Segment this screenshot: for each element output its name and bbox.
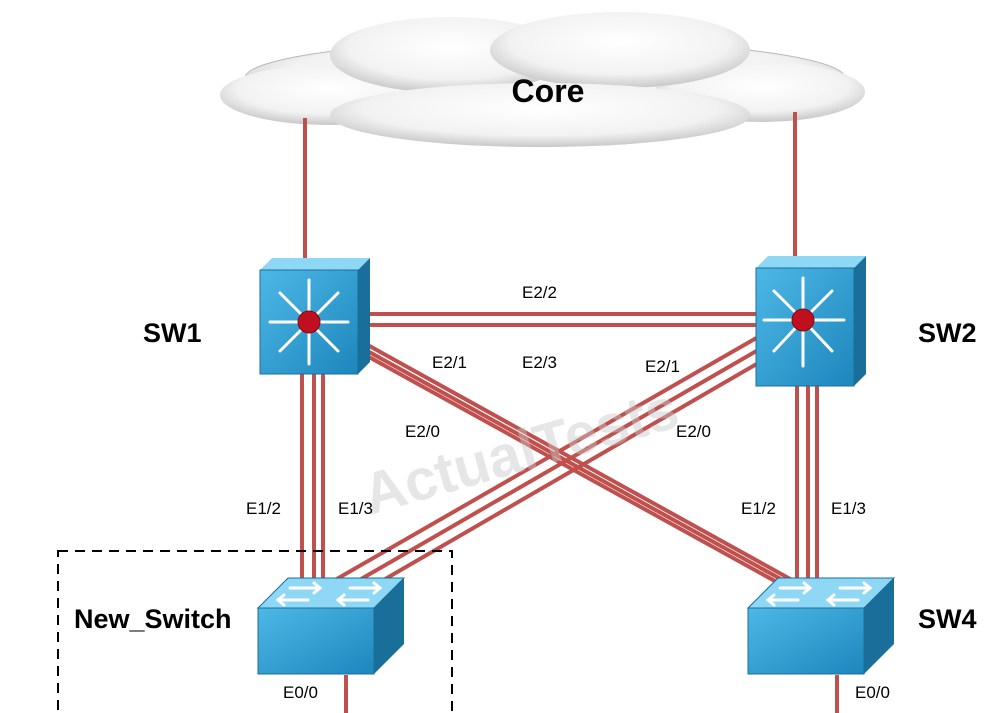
sw4-label: SW4 bbox=[918, 604, 977, 634]
sw1-device[interactable] bbox=[259, 258, 370, 375]
link-sw2-new-a bbox=[334, 331, 766, 582]
port-label: E1/3 bbox=[338, 499, 373, 518]
link-sw2-new-c bbox=[347, 349, 781, 602]
sw2-label: SW2 bbox=[918, 318, 977, 348]
new-switch-device[interactable] bbox=[256, 577, 406, 675]
router-dot-icon bbox=[791, 308, 815, 332]
switch-arrows-icon bbox=[765, 581, 873, 607]
port-label: E2/0 bbox=[676, 422, 711, 441]
core-label: Core bbox=[512, 73, 585, 109]
links bbox=[300, 112, 839, 713]
link-sw1-sw4-c bbox=[368, 355, 803, 598]
sw4-device[interactable] bbox=[746, 577, 896, 675]
new-switch-label: New_Switch bbox=[74, 604, 232, 634]
switch-arrows-icon bbox=[275, 581, 383, 607]
sw1-label: SW1 bbox=[143, 318, 202, 348]
sw2-device[interactable] bbox=[755, 256, 866, 387]
port-label: E2/1 bbox=[645, 357, 680, 376]
new-switch-highlight-box bbox=[57, 550, 453, 713]
port-label: E1/2 bbox=[246, 499, 281, 518]
port-label: E2/0 bbox=[405, 422, 440, 441]
port-label: E1/3 bbox=[831, 499, 866, 518]
port-label: E2/1 bbox=[432, 353, 467, 372]
router-dot-icon bbox=[297, 310, 321, 334]
port-label: E2/2 bbox=[522, 283, 557, 302]
port-label: E2/3 bbox=[522, 353, 557, 372]
port-label: E0/0 bbox=[855, 683, 890, 702]
link-sw2-new-b bbox=[341, 340, 773, 592]
link-sw1-sw4-a bbox=[354, 336, 793, 582]
port-label: E1/2 bbox=[741, 499, 776, 518]
core-cloud: Core bbox=[220, 12, 865, 147]
port-label: E0/0 bbox=[283, 683, 318, 702]
